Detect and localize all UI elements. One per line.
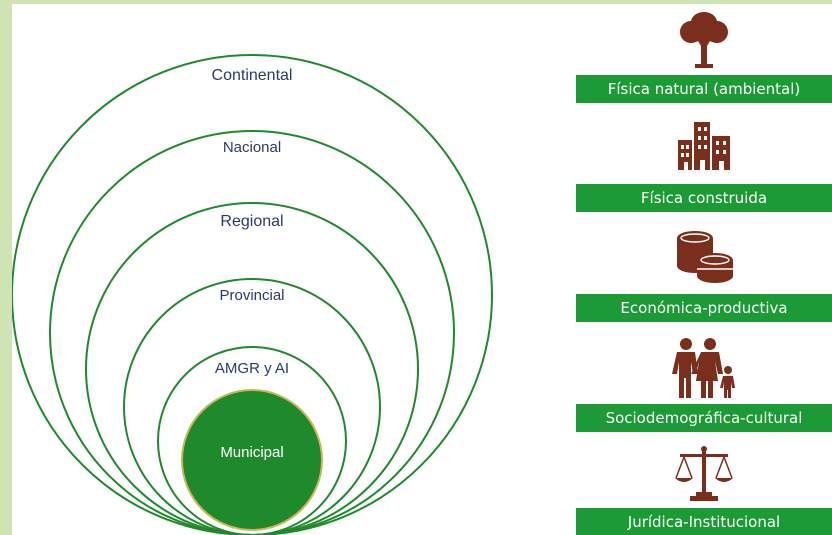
- dimensions-column: Física natural (ambiental): [576, 4, 832, 535]
- ring-label-regional: Regional: [220, 213, 283, 230]
- ring-regional: [85, 202, 419, 535]
- ring-label-nacional: Nacional: [223, 139, 281, 156]
- ring-nacional: [49, 130, 455, 535]
- ring-label-amgr: AMGR y AI: [215, 360, 289, 377]
- dimension-bar-juridica: Jurídica-Institucional: [576, 508, 832, 535]
- diagram-frame: Continental Nacional Regional Provincial…: [12, 4, 832, 535]
- ring-provincial: [123, 278, 381, 535]
- ring-amgr: [157, 346, 347, 535]
- center-disc-municipal: [181, 389, 323, 531]
- scales-icon: [576, 444, 832, 504]
- dimension-bar-fisica-construida: Física construida: [576, 184, 832, 212]
- center-label-municipal: Municipal: [220, 444, 283, 461]
- ring-label-provincial: Provincial: [219, 287, 284, 304]
- dimension-bar-sociodemografica: Sociodemográfica-cultural: [576, 404, 832, 432]
- tree-icon: [576, 8, 832, 72]
- dimension-bar-economica: Económica-productiva: [576, 294, 832, 322]
- coins-icon: [576, 226, 832, 286]
- scales-diagram: Continental Nacional Regional Provincial…: [12, 54, 493, 535]
- dimension-bar-fisica-natural: Física natural (ambiental): [576, 75, 832, 103]
- family-icon: [576, 336, 832, 402]
- buildings-icon: [576, 118, 832, 174]
- ring-continental: [12, 54, 493, 535]
- ring-label-continental: Continental: [212, 67, 293, 84]
